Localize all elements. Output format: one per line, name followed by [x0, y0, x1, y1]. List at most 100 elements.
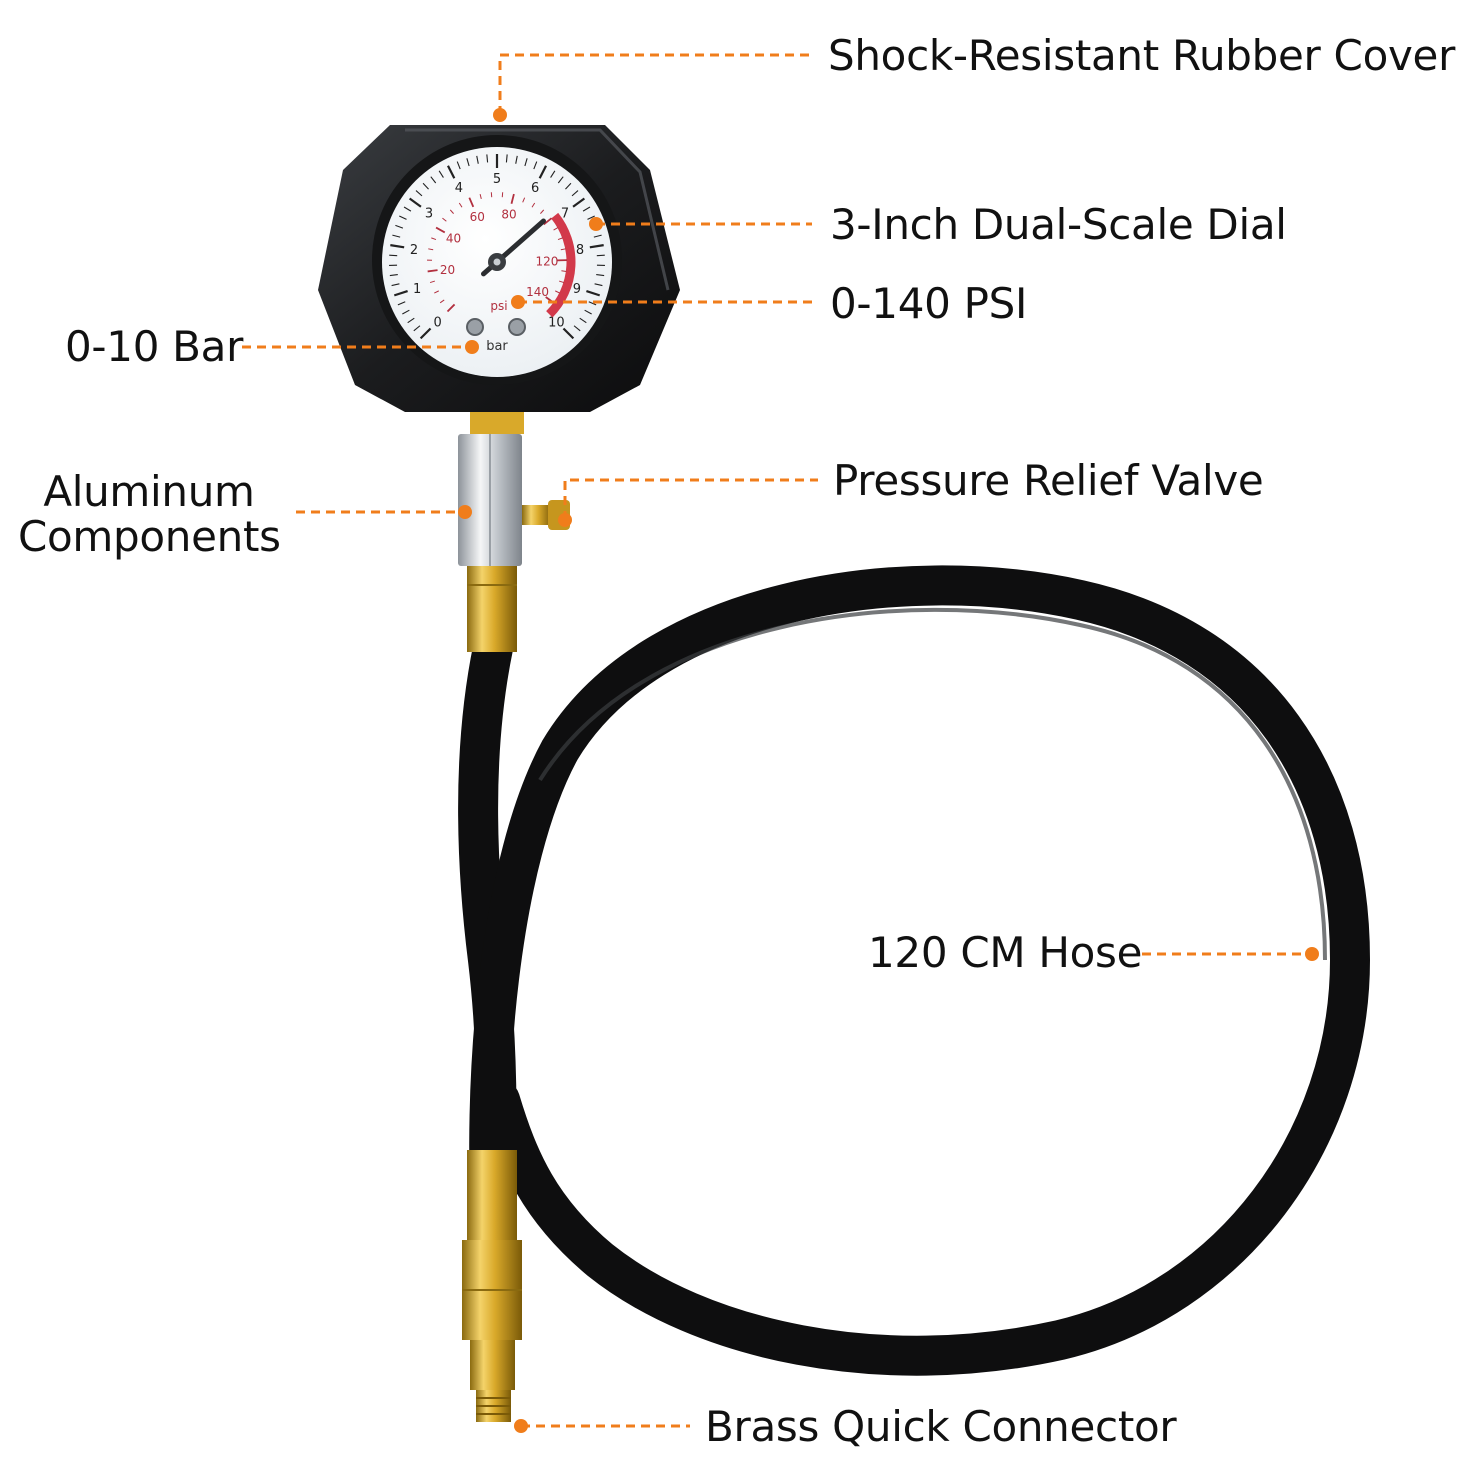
label-rubber-cover: Shock-Resistant Rubber Cover: [828, 31, 1456, 80]
bar-tick: [505, 154, 508, 163]
bar-tick: [415, 190, 423, 197]
bar-tick: [476, 155, 479, 164]
leader-brass-connector-dot: [514, 1419, 528, 1433]
bar-tick-label: 10: [548, 315, 565, 330]
bar-tick: [395, 224, 404, 229]
leader-rubber-cover-dot: [493, 108, 507, 122]
psi-tick: [522, 197, 526, 203]
bar-tick: [407, 317, 415, 324]
psi-tick: [439, 299, 445, 304]
bar-tick: [579, 317, 587, 324]
bar-tick: [408, 197, 422, 208]
psi-tick-label: 120: [536, 255, 559, 269]
psi-tick: [540, 209, 545, 214]
leader-relief-valve: [563, 478, 818, 520]
bar-tick: [389, 254, 398, 257]
bar-tick: [565, 182, 572, 190]
bar-tick: [524, 158, 528, 167]
psi-tick: [560, 248, 566, 251]
bar-tick: [533, 161, 538, 170]
label-aluminum-components: Aluminum Components: [18, 467, 281, 560]
psi-tick: [458, 202, 463, 208]
bar-tick: [586, 290, 601, 297]
bar-tick: [430, 176, 437, 184]
screw-right: [508, 318, 526, 336]
bar-tick: [589, 244, 604, 249]
label-brass-connector: Brass Quick Connector: [705, 1402, 1177, 1451]
psi-unit-label: psi: [490, 299, 507, 313]
psi-tick: [449, 209, 454, 214]
psi-tick-label: 40: [446, 231, 461, 245]
psi-tick: [442, 217, 447, 222]
label-psi-range: 0-140 PSI: [830, 279, 1028, 328]
psi-tick: [431, 237, 437, 241]
label-hose: 120 CM Hose: [868, 928, 1143, 977]
psi-red-zone: [546, 212, 576, 318]
needle-hub-cap: [493, 258, 501, 266]
bar-tick: [588, 301, 597, 306]
bar-tick: [515, 155, 518, 164]
bar-tick-label: 7: [561, 207, 569, 222]
psi-tick-label: 140: [526, 285, 549, 299]
leader-aluminum-components-dot: [458, 505, 472, 519]
bar-tick: [393, 290, 408, 297]
bar-tick-label: 5: [493, 172, 501, 187]
psi-tick-label: 20: [440, 263, 455, 277]
bar-tick: [557, 176, 564, 184]
bar-tick-label: 1: [413, 282, 421, 297]
bar-tick: [438, 170, 444, 178]
bar-tick: [466, 158, 470, 167]
bar-tick: [596, 254, 605, 257]
bar-tick: [392, 234, 401, 238]
bar-tick: [391, 283, 400, 287]
bar-tick: [390, 244, 405, 249]
bar-tick: [422, 182, 429, 190]
bar-tick: [456, 161, 461, 170]
bar-tick: [572, 197, 586, 208]
label-relief-valve: Pressure Relief Valve: [833, 456, 1264, 505]
bar-tick: [399, 215, 407, 220]
psi-tick: [446, 303, 456, 313]
hose-highlight: [538, 607, 1327, 961]
label-bar-range: 0-10 Bar: [65, 322, 244, 371]
label-aluminum-line1: Aluminum: [43, 467, 255, 516]
bar-tick: [594, 283, 603, 287]
bar-tick: [419, 327, 432, 340]
psi-tick: [434, 290, 439, 294]
leader-psi-range-dot: [511, 295, 525, 309]
bar-tick: [584, 309, 592, 315]
bar-tick: [571, 190, 579, 197]
psi-tick: [427, 269, 438, 273]
hose-ferrule-top: [467, 566, 517, 652]
psi-tick: [555, 290, 560, 294]
psi-tick: [553, 227, 559, 231]
gauge-collar: [470, 412, 524, 434]
psi-tick: [543, 217, 553, 226]
callout-leaders: [242, 53, 1319, 1433]
psi-tick-label: 80: [501, 207, 516, 221]
bar-tick-label: 8: [576, 243, 584, 258]
bar-tick-label: 3: [425, 207, 433, 222]
psi-tick: [429, 280, 436, 284]
psi-tick: [531, 202, 536, 208]
bar-tick-label: 2: [410, 243, 418, 258]
bar-tick: [402, 309, 410, 315]
psi-tick: [435, 226, 446, 234]
psi-tick: [510, 193, 515, 204]
leader-bar-range-dot: [465, 340, 479, 354]
label-dual-scale-dial: 3-Inch Dual-Scale Dial: [830, 200, 1287, 249]
bar-unit-label: bar: [486, 339, 508, 354]
psi-tick: [561, 270, 567, 272]
psi-tick: [428, 248, 434, 251]
fittings: [458, 412, 570, 1422]
relief-valve-stem: [522, 505, 552, 525]
bar-tick-label: 9: [573, 282, 581, 297]
bar-tick: [562, 327, 575, 340]
bar-tick-label: 4: [455, 181, 463, 196]
bar-tick: [573, 325, 581, 332]
bar-tick: [413, 325, 421, 332]
